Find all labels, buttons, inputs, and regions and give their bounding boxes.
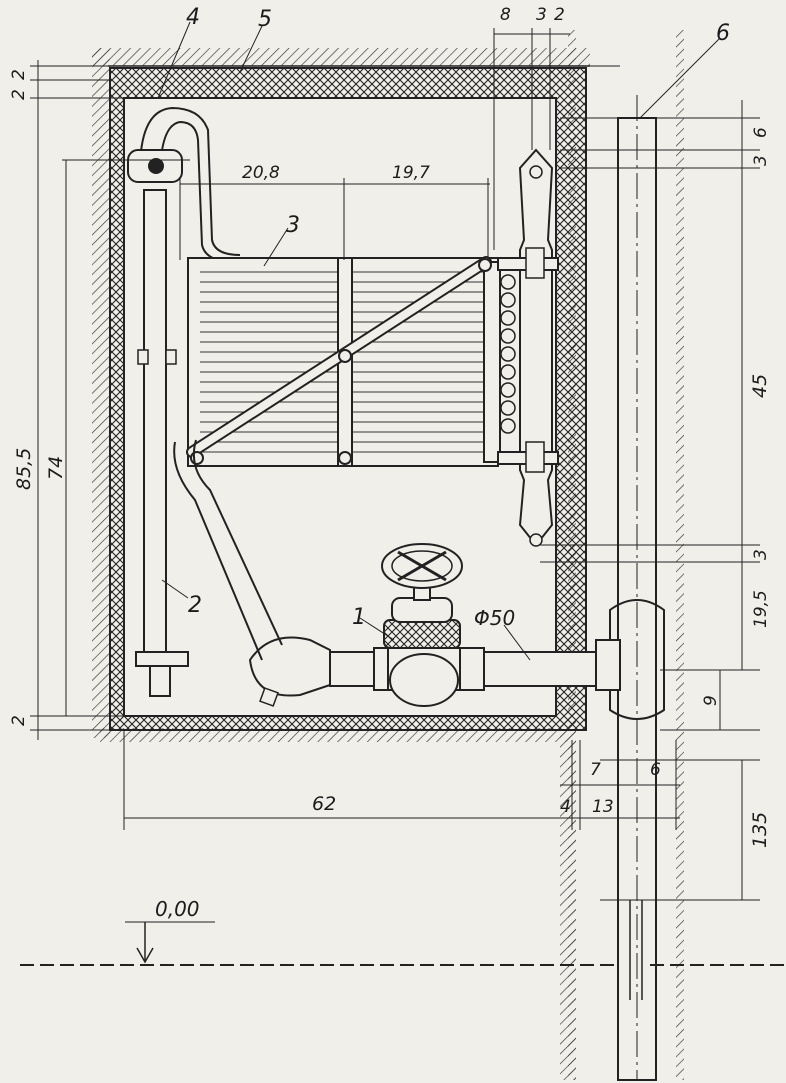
dim-3-right-mid: 3 [751,549,771,560]
dimension-lines [30,28,760,901]
ground-line [20,921,786,966]
dim-19-5: 19,5 [751,590,771,628]
datum-level-label: 0,00 [155,897,200,921]
callout-leaders [157,21,721,661]
heater-unit [186,256,516,467]
dim-19-7: 19,7 [392,163,430,183]
dimension-values: 8 3 2 2 2 85,5 74 2 20,8 19,7 6 3 45 3 1… [9,5,771,848]
dim-74: 74 [45,456,67,480]
dim-3-right-top: 3 [751,155,771,166]
dim-62: 62 [312,793,336,815]
callout-5: 5 [258,7,272,32]
callout-2: 2 [188,593,202,618]
dim-4: 4 [560,797,571,817]
dim-45: 45 [749,374,771,398]
dim-9: 9 [701,695,721,706]
callout-4: 4 [186,5,200,30]
dim-8: 8 [500,5,511,25]
wall-bracket [497,148,559,547]
dim-20-8: 20,8 [242,163,280,183]
riser-pipe [595,95,665,1081]
dim-2-left-a: 2 [9,69,29,80]
dim-2-left-bottom: 2 [9,715,29,726]
dim-2-left-b: 2 [9,89,29,100]
valve-assembly [173,439,597,707]
callout-6: 6 [716,21,730,46]
callout-1: 1 [352,605,366,630]
dim-135: 135 [749,812,771,848]
dim-2-top: 2 [554,5,565,25]
dim-3-top: 3 [536,5,547,25]
callout-labels: 4 5 6 3 2 1 Φ50 0,00 [155,5,730,921]
dim-6-right: 6 [751,127,771,138]
dim-6-bottom: 6 [650,760,661,780]
dim-85-5: 85,5 [13,448,35,490]
dim-13: 13 [592,797,614,817]
dim-7: 7 [590,760,601,780]
callout-3: 3 [286,213,300,238]
vent-pipe [127,106,241,697]
pipe-diameter-label: Φ50 [474,606,515,630]
